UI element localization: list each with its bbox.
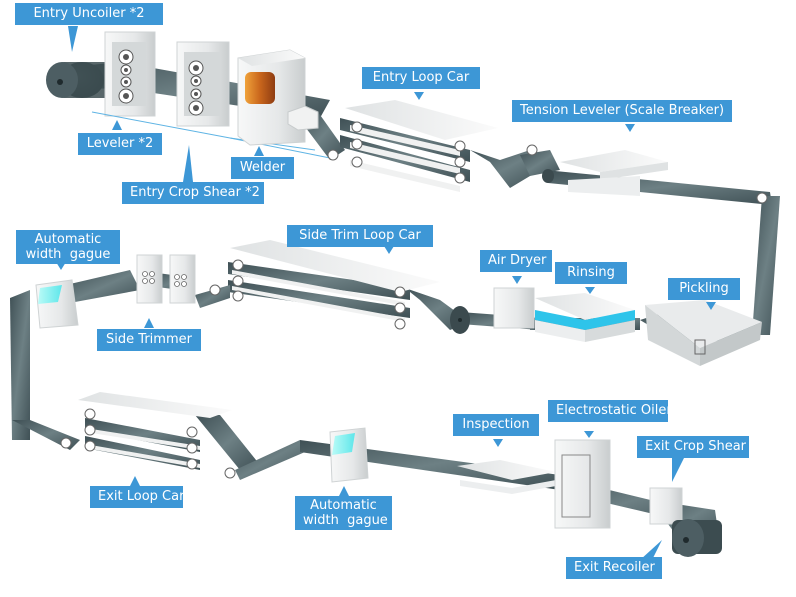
electrostatic-oiler-machine bbox=[554, 439, 611, 529]
label-entry-uncoiler: Entry Uncoiler *2 bbox=[15, 3, 163, 25]
tension-leveler-machine bbox=[542, 150, 668, 196]
roller-icon bbox=[209, 259, 406, 330]
label-electrostatic-oiler: Electrostatic Oiler bbox=[548, 400, 672, 422]
entry-crop-shear-machine bbox=[176, 41, 230, 127]
rinsing-tank bbox=[535, 293, 635, 342]
side-trim-loop-car bbox=[209, 240, 440, 330]
inspection-table bbox=[457, 460, 556, 494]
label-welder: Welder bbox=[231, 157, 294, 179]
entry-uncoiler-coil bbox=[46, 62, 110, 98]
label-line: Automatic bbox=[34, 232, 102, 247]
label-rinsing: Rinsing bbox=[555, 262, 627, 284]
label-line: Automatic bbox=[310, 498, 377, 513]
label-entry-loop-car: Entry Loop Car bbox=[362, 67, 480, 89]
label-exit-loop-car: Exit Loop Car bbox=[90, 486, 184, 508]
air-dryer-machine bbox=[450, 287, 535, 334]
side-trimmer-machine bbox=[136, 254, 196, 304]
exit-loop-car bbox=[60, 392, 236, 479]
exit-recoiler-coil bbox=[672, 519, 722, 557]
label-auto-width-gauge-2: Automatic width gague bbox=[295, 496, 392, 530]
pickling-tank bbox=[645, 300, 762, 366]
label-leveler: Leveler *2 bbox=[78, 133, 162, 155]
label-pointers bbox=[56, 26, 716, 560]
label-line: width gague bbox=[303, 513, 388, 528]
label-side-trimmer: Side Trimmer bbox=[97, 329, 201, 351]
width-gauge-1 bbox=[35, 279, 79, 329]
roller-icon bbox=[60, 408, 236, 479]
width-gauge-2 bbox=[329, 427, 369, 483]
label-inspection: Inspection bbox=[453, 414, 539, 436]
entry-loop-car bbox=[327, 100, 768, 204]
leveler-machine bbox=[104, 31, 156, 117]
label-entry-crop-shear: Entry Crop Shear *2 bbox=[122, 182, 264, 204]
roller-icon bbox=[327, 121, 768, 204]
label-exit-crop-shear: Exit Crop Shear bbox=[637, 436, 749, 458]
label-line: width gague bbox=[25, 247, 111, 262]
label-exit-recoiler: Exit Recoiler bbox=[566, 557, 662, 579]
label-side-trim-loop-car: Side Trim Loop Car bbox=[287, 225, 433, 247]
exit-crop-shear-machine bbox=[649, 487, 683, 525]
label-auto-width-gauge-1: Automatic width gague bbox=[16, 230, 120, 264]
welder-machine bbox=[237, 49, 319, 146]
label-air-dryer: Air Dryer bbox=[480, 250, 552, 272]
label-pickling: Pickling bbox=[668, 278, 740, 300]
label-tension-leveler: Tension Leveler (Scale Breaker) bbox=[512, 100, 732, 122]
